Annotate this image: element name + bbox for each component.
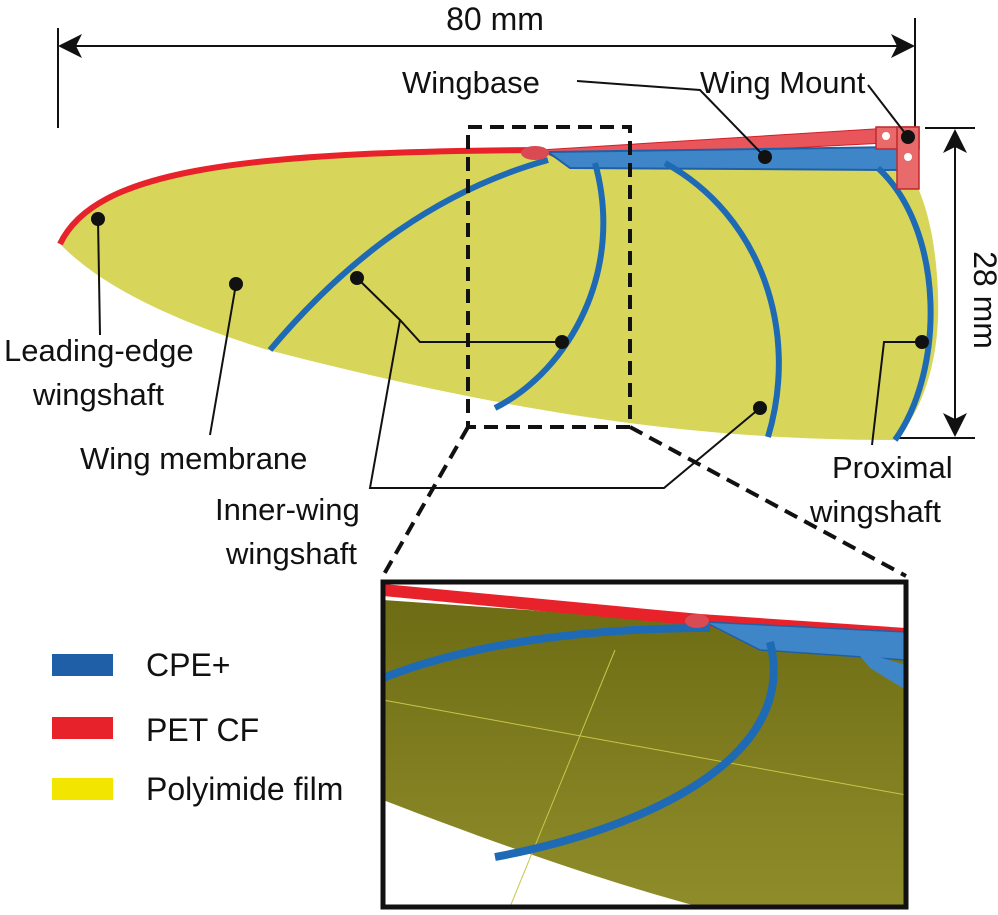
label-wing-mount: Wing Mount bbox=[700, 65, 866, 100]
zoom-inset bbox=[380, 579, 909, 910]
legend-item-cpe: CPE+ bbox=[52, 647, 230, 683]
label-inner-wing-1: Inner-wing bbox=[215, 492, 360, 527]
label-proximal-1: Proximal bbox=[832, 450, 953, 485]
wingbase bbox=[544, 145, 901, 172]
legend-item-polyimide: Polyimide film bbox=[52, 771, 343, 807]
label-wingbase: Wingbase bbox=[402, 65, 540, 100]
legend: CPE+ PET CF Polyimide film bbox=[52, 647, 343, 807]
annotation-dots bbox=[91, 130, 929, 415]
leading-edge-wingshaft bbox=[57, 147, 541, 246]
wing bbox=[57, 125, 939, 442]
height-label: 28 mm bbox=[967, 251, 998, 349]
width-dimension: 80 mm bbox=[57, 1, 916, 130]
inner-wingshaft-1 bbox=[267, 157, 549, 352]
annotations bbox=[97, 80, 922, 578]
wing-membrane bbox=[60, 150, 939, 440]
svg-text:Polyimide film: Polyimide film bbox=[146, 771, 343, 807]
zoom-region bbox=[466, 125, 632, 429]
label-leading-edge-1: Leading-edge bbox=[4, 333, 194, 368]
label-proximal-2: wingshaft bbox=[809, 494, 941, 529]
svg-text:CPE+: CPE+ bbox=[146, 647, 230, 683]
inner-wingshaft-2 bbox=[493, 162, 607, 411]
label-inner-wing-2: wingshaft bbox=[225, 536, 357, 571]
proximal-wingshaft bbox=[875, 165, 934, 442]
label-wing-membrane: Wing membrane bbox=[80, 441, 307, 476]
legend-item-pet-cf: PET CF bbox=[52, 712, 259, 748]
inner-wingshaft-3 bbox=[663, 160, 782, 438]
joint-bump bbox=[521, 146, 549, 160]
label-leading-edge-2: wingshaft bbox=[32, 377, 164, 412]
width-label: 80 mm bbox=[446, 1, 544, 37]
height-dimension: 28 mm bbox=[885, 127, 998, 439]
svg-text:PET CF: PET CF bbox=[146, 712, 259, 748]
